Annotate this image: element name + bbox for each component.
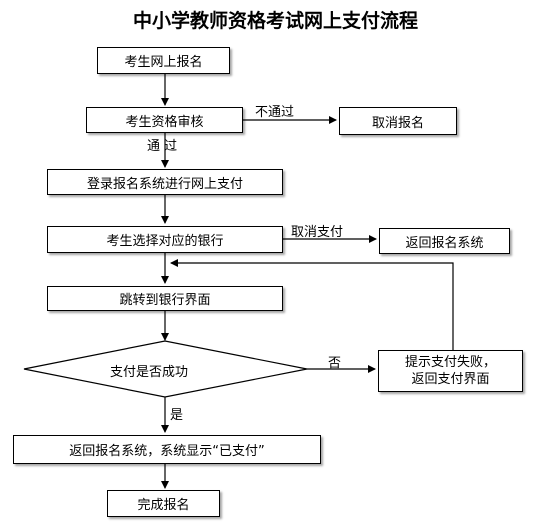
- node-show-paid-label: 返回报名系统，系统显示“已支付”: [69, 444, 265, 459]
- node-login-pay: 登录报名系统进行网上支付: [47, 169, 283, 195]
- edge-label-no: 否: [328, 356, 342, 371]
- decision-diamond: [23, 340, 308, 398]
- node-pay-fail: 提示支付失败， 返回支付界面: [378, 350, 523, 392]
- node-pay-fail-line2: 返回支付界面: [411, 372, 490, 387]
- page-title: 中小学教师资格考试网上支付流程: [132, 10, 418, 32]
- edge-label-yes: 是: [170, 408, 184, 423]
- node-back-to-system: 返回报名系统: [379, 228, 510, 254]
- node-online-register: 考生网上报名: [97, 47, 230, 74]
- node-cancel-register: 取消报名: [339, 107, 457, 135]
- node-qualification-review: 考生资格审核: [86, 107, 243, 133]
- edge-label-pass: 通 过: [147, 139, 178, 154]
- node-choose-bank-label: 考生选择对应的银行: [106, 234, 224, 249]
- edge-label-not-pass: 不通过: [255, 105, 295, 120]
- node-cancel-register-label: 取消报名: [371, 115, 424, 131]
- node-done-label: 完成报名: [137, 498, 190, 513]
- node-back-to-system-label: 返回报名系统: [405, 235, 484, 251]
- node-online-register-label: 考生网上报名: [124, 55, 203, 70]
- node-jump-bank-label: 跳转到银行界面: [119, 293, 211, 308]
- node-done: 完成报名: [107, 490, 220, 517]
- node-login-pay-label: 登录报名系统进行网上支付: [86, 176, 243, 192]
- arrow-fail-loop: [170, 259, 454, 350]
- decision-label: 支付是否成功: [110, 365, 189, 380]
- node-choose-bank: 考生选择对应的银行: [47, 226, 283, 253]
- node-jump-bank: 跳转到银行界面: [47, 286, 283, 311]
- node-qualification-review-label: 考生资格审核: [125, 114, 204, 130]
- edge-label-cancel-pay: 取消支付: [291, 225, 344, 240]
- node-pay-fail-line1: 提示支付失败，: [404, 355, 496, 370]
- node-show-paid: 返回报名系统，系统显示“已支付”: [13, 435, 321, 464]
